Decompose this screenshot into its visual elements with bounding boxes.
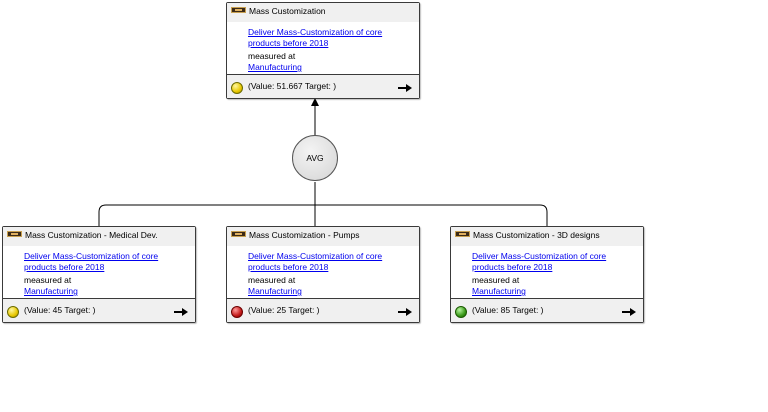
value-text: (Value: 51.667 Target: ) bbox=[248, 81, 337, 91]
drill-arrow-icon[interactable] bbox=[398, 84, 412, 92]
node-body: Deliver Mass-Customization of core produ… bbox=[451, 246, 643, 299]
node-footer: (Value: 45 Target: ) bbox=[3, 299, 195, 322]
location-link[interactable]: Manufacturing bbox=[472, 286, 526, 296]
connector-left-child bbox=[98, 204, 315, 226]
kpi-node-medical-dev[interactable]: Mass Customization - Medical Dev. Delive… bbox=[2, 226, 196, 323]
node-header: Mass Customization bbox=[227, 3, 419, 23]
location-link[interactable]: Manufacturing bbox=[248, 286, 302, 296]
node-footer: (Value: 25 Target: ) bbox=[227, 299, 419, 322]
value-text: (Value: 25 Target: ) bbox=[248, 305, 320, 315]
measured-at-label: measured at bbox=[472, 275, 520, 285]
node-header: Mass Customization - Medical Dev. bbox=[3, 227, 195, 247]
measured-at-label: measured at bbox=[24, 275, 72, 285]
kpi-node-pumps[interactable]: Mass Customization - Pumps Deliver Mass-… bbox=[226, 226, 420, 323]
status-green-icon bbox=[455, 306, 467, 318]
avg-aggregator-node[interactable]: AVG bbox=[292, 135, 338, 181]
node-footer: (Value: 51.667 Target: ) bbox=[227, 75, 419, 98]
node-title: Mass Customization bbox=[249, 6, 326, 16]
kpi-icon bbox=[7, 231, 22, 237]
kpi-node-parent[interactable]: Mass Customization Deliver Mass-Customiz… bbox=[226, 2, 420, 99]
location-link[interactable]: Manufacturing bbox=[24, 286, 78, 296]
node-title: Mass Customization - Medical Dev. bbox=[25, 230, 158, 240]
goal-link[interactable]: Deliver Mass-Customization of core produ… bbox=[248, 27, 383, 48]
node-header: Mass Customization - 3D designs bbox=[451, 227, 643, 247]
value-text: (Value: 45 Target: ) bbox=[24, 305, 96, 315]
drill-arrow-icon[interactable] bbox=[622, 308, 636, 316]
value-text: (Value: 85 Target: ) bbox=[472, 305, 544, 315]
node-body: Deliver Mass-Customization of core produ… bbox=[227, 22, 419, 75]
goal-link[interactable]: Deliver Mass-Customization of core produ… bbox=[472, 251, 607, 272]
measured-at-label: measured at bbox=[248, 51, 296, 61]
drill-arrow-icon[interactable] bbox=[398, 308, 412, 316]
kpi-node-3d-designs[interactable]: Mass Customization - 3D designs Deliver … bbox=[450, 226, 644, 323]
kpi-icon bbox=[455, 231, 470, 237]
node-footer: (Value: 85 Target: ) bbox=[451, 299, 643, 322]
node-body: Deliver Mass-Customization of core produ… bbox=[227, 246, 419, 299]
connector-right-child bbox=[315, 204, 548, 226]
location-link[interactable]: Manufacturing bbox=[248, 62, 302, 72]
node-title: Mass Customization - Pumps bbox=[249, 230, 360, 240]
goal-link[interactable]: Deliver Mass-Customization of core produ… bbox=[248, 251, 383, 272]
status-yellow-icon bbox=[7, 306, 19, 318]
drill-arrow-icon[interactable] bbox=[174, 308, 188, 316]
status-yellow-icon bbox=[231, 82, 243, 94]
status-red-icon bbox=[231, 306, 243, 318]
node-header: Mass Customization - Pumps bbox=[227, 227, 419, 247]
measured-at-label: measured at bbox=[248, 275, 296, 285]
kpi-icon bbox=[231, 7, 246, 13]
node-title: Mass Customization - 3D designs bbox=[473, 230, 600, 240]
goal-link[interactable]: Deliver Mass-Customization of core produ… bbox=[24, 251, 159, 272]
node-body: Deliver Mass-Customization of core produ… bbox=[3, 246, 195, 299]
kpi-icon bbox=[231, 231, 246, 237]
